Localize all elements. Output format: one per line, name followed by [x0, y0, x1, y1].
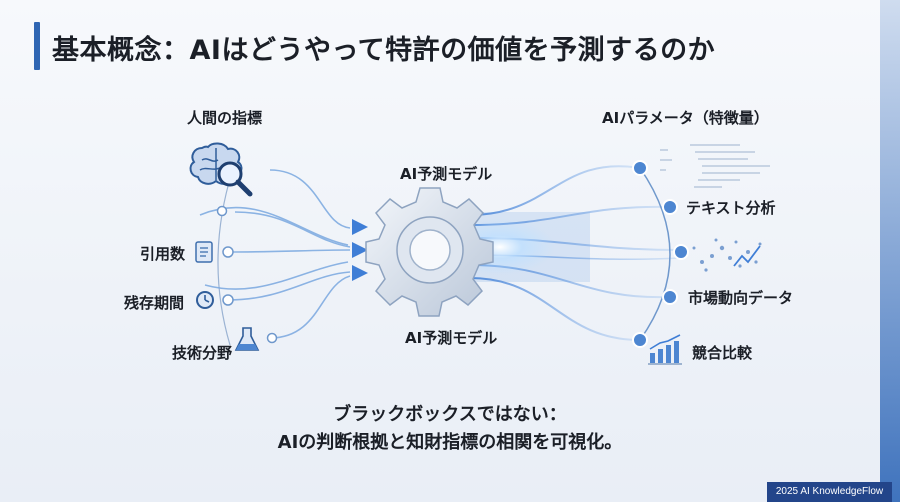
flask-icon — [234, 327, 260, 351]
left-node — [222, 294, 234, 306]
right-heading: AIパラメータ（特徴量） — [602, 109, 769, 127]
left-arrowheads — [352, 219, 368, 281]
left-node — [266, 332, 278, 344]
arrowhead — [352, 242, 368, 258]
model-label-top: AI予測モデル — [400, 165, 493, 183]
document-icon — [195, 241, 213, 263]
right-arc — [639, 167, 671, 341]
title-accent-bar — [34, 22, 40, 70]
left-heading: 人間の指標 — [187, 109, 263, 127]
left-arc — [217, 171, 233, 346]
caption-line-2: AIの判断根拠と知財指標の相関を可視化。 — [277, 432, 623, 453]
arrowhead — [352, 219, 368, 235]
left-node — [222, 246, 234, 258]
clock-icon — [196, 291, 214, 309]
gear-icon — [365, 187, 494, 317]
code-snippet-icon — [660, 144, 770, 188]
arrowhead — [352, 265, 368, 281]
scatter-plot-icon — [692, 238, 762, 272]
label-market-trend: 市場動向データ — [688, 289, 794, 307]
caption-line-1: ブラックボックスではない： — [333, 404, 567, 425]
right-node — [662, 199, 678, 215]
right-node — [632, 160, 648, 176]
left-node — [216, 205, 228, 217]
label-text-analysis: テキスト分析 — [686, 199, 776, 217]
right-node — [632, 332, 648, 348]
right-decor-strip — [880, 0, 900, 502]
label-competitor-comparison: 競合比較 — [692, 344, 753, 362]
footer-badge: 2025 AI KnowledgeFlow — [767, 482, 892, 502]
page-title: 基本概念：AIはどうやって特許の価値を予測するのか — [52, 35, 716, 66]
right-node — [662, 289, 678, 305]
bar-chart-icon — [648, 334, 682, 365]
label-citation-count: 引用数 — [140, 245, 186, 263]
left-nodes — [216, 205, 278, 344]
label-remaining-term: 残存期間 — [124, 294, 185, 312]
right-node — [673, 244, 689, 260]
label-tech-field: 技術分野 — [172, 344, 233, 362]
brain-magnifier-icon — [189, 142, 253, 197]
model-label-bottom: AI予測モデル — [405, 329, 498, 347]
right-nodes — [632, 160, 689, 348]
